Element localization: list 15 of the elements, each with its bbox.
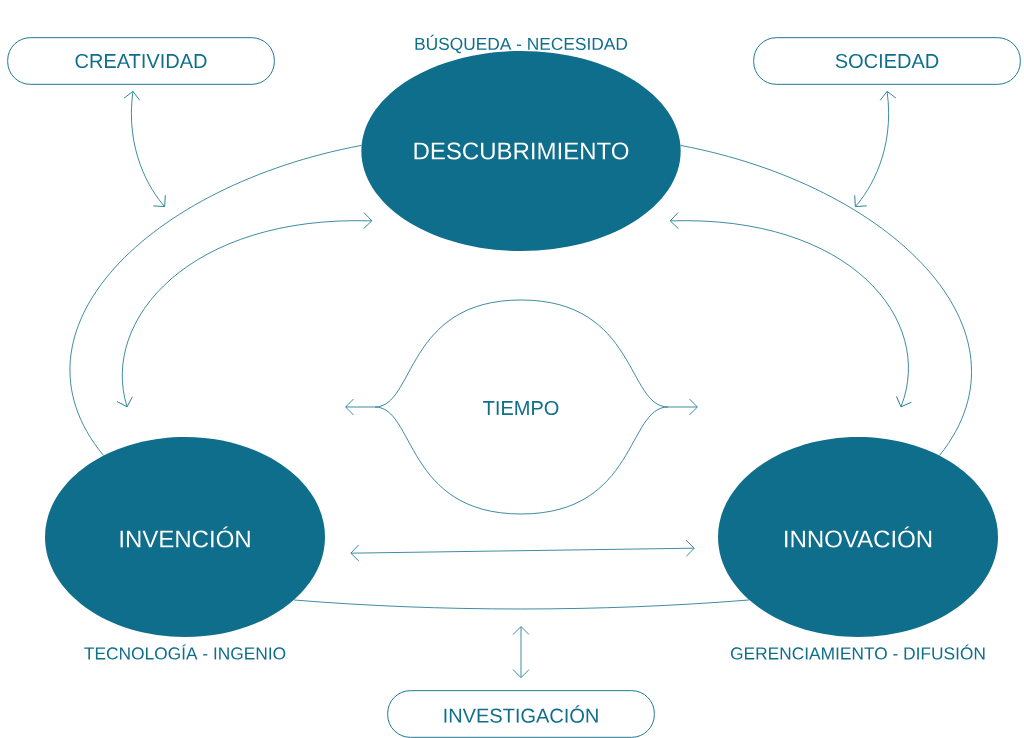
arrow	[123, 90, 166, 207]
arrow	[512, 626, 530, 679]
arrow	[116, 212, 373, 408]
rounded-box: CREATIVIDAD	[7, 37, 275, 85]
arrow	[669, 212, 912, 408]
arrow	[854, 90, 897, 207]
label-text: TIEMPO	[483, 400, 559, 416]
ellipse-node: INVENCIÓN	[45, 437, 325, 637]
rounded-box: INVESTIGACIÓN	[387, 690, 655, 738]
arrow	[350, 539, 695, 562]
rounded-box: SOCIEDAD	[753, 37, 1021, 85]
caption-text: TECNOLOGÍA - INGENIO	[84, 644, 286, 660]
ellipse-node: INNOVACIÓN	[718, 437, 998, 637]
caption-text: BÚSQUEDA - NECESIDAD	[415, 34, 628, 54]
caption-text: GERENCIAMIENTO - DIFUSIÓN	[730, 644, 985, 660]
